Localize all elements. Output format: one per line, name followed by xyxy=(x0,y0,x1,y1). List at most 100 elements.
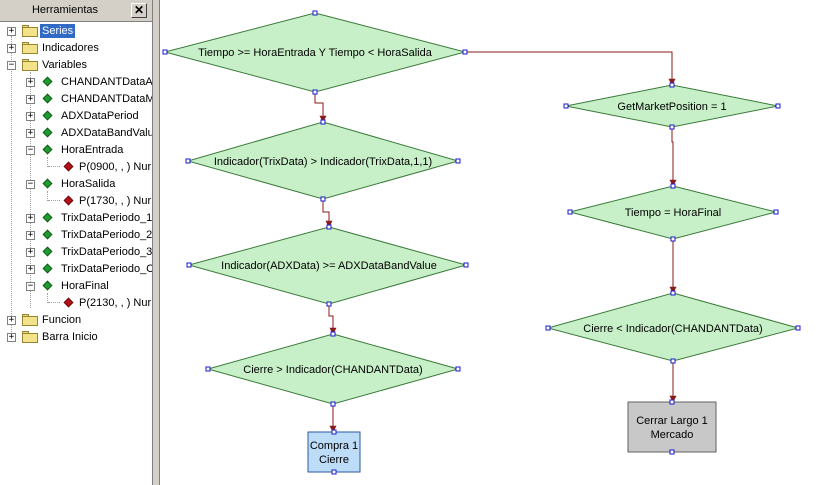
tree-item-parameter[interactable]: P(1730, , ) Nur xyxy=(79,195,152,207)
green-diamond-icon xyxy=(42,212,53,223)
folder-icon xyxy=(22,42,38,54)
connection-handle[interactable] xyxy=(186,262,192,268)
tree-item-variable[interactable]: TrixDataPeriodo_2 xyxy=(61,229,153,241)
connection-handle[interactable] xyxy=(775,103,781,109)
action-label: Cierre xyxy=(319,454,349,466)
connection-handle[interactable] xyxy=(455,366,461,372)
tree-item-variable[interactable]: HoraSalida xyxy=(61,178,116,190)
expand-icon[interactable]: + xyxy=(26,128,35,138)
connection-handle[interactable] xyxy=(331,429,337,435)
connector-line xyxy=(314,92,327,123)
connection-handle[interactable] xyxy=(545,325,551,331)
connection-handle[interactable] xyxy=(455,158,461,164)
green-diamond-icon xyxy=(42,229,53,240)
connection-handle[interactable] xyxy=(670,236,676,242)
action-node-cerrar-largo[interactable] xyxy=(627,401,717,453)
green-diamond-icon xyxy=(42,246,53,257)
green-diamond-icon xyxy=(42,263,53,274)
connection-handle[interactable] xyxy=(162,49,168,55)
flowchart-canvas[interactable]: Tiempo >= HoraEntrada Y Tiempo < HoraSal… xyxy=(159,0,822,485)
decision-label: GetMarketPosition = 1 xyxy=(617,101,726,113)
tree-item-variable[interactable]: ADXDataBandValue xyxy=(61,127,153,139)
green-diamond-icon xyxy=(42,280,53,291)
tree-guide-line xyxy=(48,166,60,167)
tree-item-variable[interactable]: ADXDataPeriod xyxy=(61,110,139,122)
tree-item-variable[interactable]: TrixDataPeriodo_3 xyxy=(61,246,153,258)
tree-item-funcion[interactable]: Funcion xyxy=(42,314,82,326)
connection-handle[interactable] xyxy=(670,183,676,189)
connection-handle[interactable] xyxy=(669,124,675,130)
tree-item-series[interactable]: Series xyxy=(40,24,76,38)
expand-icon[interactable]: + xyxy=(26,77,35,87)
connection-handle[interactable] xyxy=(669,449,675,455)
connection-handle[interactable] xyxy=(795,325,801,331)
collapse-icon[interactable]: − xyxy=(26,179,35,189)
decision-label: Cierre > Indicador(CHANDANTData) xyxy=(243,364,422,376)
connection-handle[interactable] xyxy=(312,89,318,95)
tree-item-variable[interactable]: TrixDataPeriodo_1 xyxy=(61,212,153,224)
tree-item-barra-inicio[interactable]: Barra Inicio xyxy=(42,331,98,343)
tree-item-parameter[interactable]: P(2130, , ) Nur xyxy=(79,297,152,309)
folder-icon xyxy=(22,59,38,71)
connector-line xyxy=(328,304,337,335)
expand-icon[interactable]: + xyxy=(26,94,35,104)
action-node-compra[interactable] xyxy=(307,431,361,473)
green-diamond-icon xyxy=(42,76,53,87)
connection-handle[interactable] xyxy=(330,401,336,407)
connection-handle[interactable] xyxy=(331,469,337,475)
green-diamond-icon xyxy=(42,127,53,138)
expand-icon[interactable]: + xyxy=(7,26,16,36)
expand-icon[interactable]: + xyxy=(26,111,35,121)
tree-item-variable[interactable]: TrixDataPeriodo_C xyxy=(61,263,153,275)
connection-handle[interactable] xyxy=(567,209,573,215)
expand-icon[interactable]: + xyxy=(26,247,35,257)
tree-guide-line xyxy=(47,191,48,201)
connection-handle[interactable] xyxy=(463,262,469,268)
folder-icon xyxy=(22,314,38,326)
connection-handle[interactable] xyxy=(462,49,468,55)
tree-item-indicadores[interactable]: Indicadores xyxy=(42,42,99,54)
collapse-icon[interactable]: − xyxy=(26,281,35,291)
connection-handle[interactable] xyxy=(205,366,211,372)
connection-handle[interactable] xyxy=(669,82,675,88)
tree-item-parameter[interactable]: P(0900, , ) Nur xyxy=(79,161,152,173)
tree-item-variable[interactable]: CHANDANTDataAv xyxy=(61,76,153,88)
connection-handle[interactable] xyxy=(563,103,569,109)
connection-handle[interactable] xyxy=(320,196,326,202)
tree-guide-line xyxy=(48,200,60,201)
tree-item-variables[interactable]: Variables xyxy=(42,59,88,71)
tree-guide-line xyxy=(48,302,60,303)
action-label: Compra 1 xyxy=(310,440,358,452)
connection-handle[interactable] xyxy=(773,209,779,215)
connection-handle[interactable] xyxy=(320,119,326,125)
connector-line xyxy=(669,127,677,187)
red-diamond-icon xyxy=(63,297,74,308)
tree-item-variable[interactable]: CHANDANTDataMu xyxy=(61,93,153,105)
connection-handle[interactable] xyxy=(670,358,676,364)
tools-tree: + Series + Indicadores − Variables + CHA… xyxy=(0,22,153,485)
green-diamond-icon xyxy=(42,178,53,189)
connection-handle[interactable] xyxy=(330,331,336,337)
connection-handle[interactable] xyxy=(326,301,332,307)
connection-handle[interactable] xyxy=(185,158,191,164)
expand-icon[interactable]: + xyxy=(7,315,16,325)
collapse-icon[interactable]: − xyxy=(26,145,35,155)
expand-icon[interactable]: + xyxy=(7,43,16,53)
connection-handle[interactable] xyxy=(326,224,332,230)
decision-label: Indicador(ADXData) >= ADXDataBandValue xyxy=(221,260,437,272)
collapse-icon[interactable]: − xyxy=(7,60,16,70)
close-icon[interactable]: ✕ xyxy=(131,3,147,18)
connection-handle[interactable] xyxy=(312,10,318,16)
connection-handle[interactable] xyxy=(669,399,675,405)
tree-item-variable[interactable]: HoraFinal xyxy=(61,280,109,292)
tree-item-variable[interactable]: HoraEntrada xyxy=(61,144,124,156)
tree-guide-line xyxy=(11,36,12,338)
expand-icon[interactable]: + xyxy=(26,213,35,223)
expand-icon[interactable]: + xyxy=(26,230,35,240)
expand-icon[interactable]: + xyxy=(7,332,16,342)
red-diamond-icon xyxy=(63,195,74,206)
tools-panel: Herramientas ✕ + Series + Indicadores − … xyxy=(0,0,153,485)
decision-label: Tiempo = HoraFinal xyxy=(625,207,722,219)
connection-handle[interactable] xyxy=(670,290,676,296)
expand-icon[interactable]: + xyxy=(26,264,35,274)
